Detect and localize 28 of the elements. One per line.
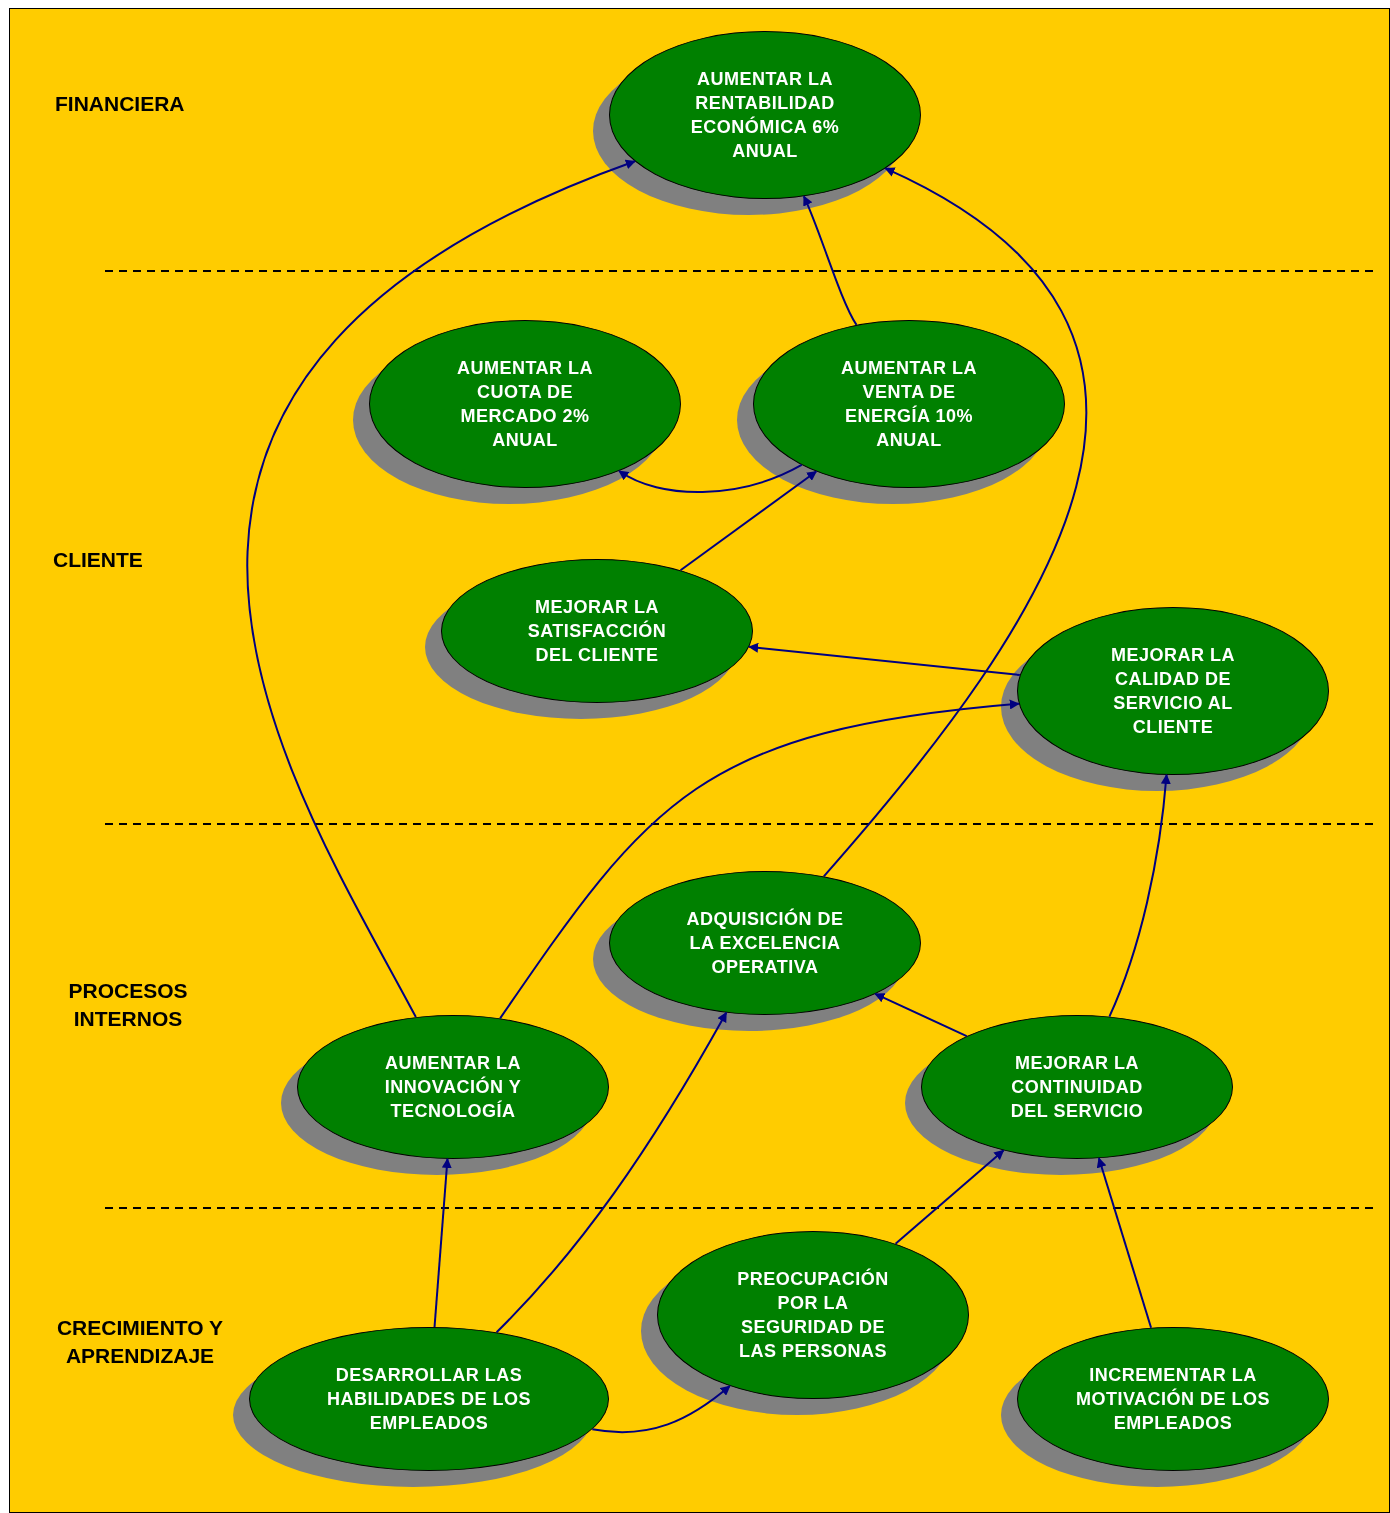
arrow [1096, 1157, 1153, 1329]
objective-text: AUMENTAR LA CUOTA DE MERCADO 2% ANUAL [455, 357, 595, 452]
objective-text: MEJORAR LA SATISFACCIÓN DEL CLIENTE [526, 596, 668, 667]
objective-text: ADQUISICIÓN DE LA EXCELENCIA OPERATIVA [685, 907, 845, 979]
objective-text: MEJORAR LA CONTINUIDAD DEL SERVICIO [1009, 1052, 1145, 1123]
arrow [591, 1385, 731, 1434]
perspective-label: CRECIMIENTO Y APRENDIZAJE [55, 1315, 225, 1369]
objective-text: AUMENTAR LA VENTA DE ENERGÍA 10% ANUAL [839, 357, 979, 452]
objective-text: DESARROLLAR LAS HABILIDADES DE LOS EMPLEADOS [326, 1364, 532, 1435]
objective-text: PREOCUPACIÓN POR LA SEGURIDAD DE LAS PERSONAS [736, 1267, 890, 1363]
arrow [748, 642, 1021, 677]
arrow [246, 160, 636, 1019]
arrow [495, 1011, 728, 1334]
arrow [433, 1157, 452, 1329]
objective-text: AUMENTAR LA RENTABILIDAD ECONÓMICA 6% ANUAL [689, 68, 841, 163]
perspective-label: CLIENTE [53, 547, 143, 573]
perspective-label: PROCESOS INTERNOS [67, 978, 189, 1032]
arrow [499, 699, 1020, 1020]
arrow [894, 1149, 1005, 1245]
perspective-label: FINANCIERA [55, 91, 185, 117]
arrow [802, 195, 858, 326]
objective-text: AUMENTAR LA INNOVACIÓN Y TECNOLOGÍA [383, 1052, 523, 1123]
arrow [822, 167, 1088, 878]
arrow [618, 463, 803, 493]
objective-text: MEJORAR LA CALIDAD DE SERVICIO AL CLIENTE [1110, 644, 1236, 739]
arrow [679, 470, 818, 572]
objective-text: INCREMENTAR LA MOTIVACIÓN DE LOS EMPLEADOS [1074, 1364, 1272, 1435]
arrow [874, 992, 968, 1038]
